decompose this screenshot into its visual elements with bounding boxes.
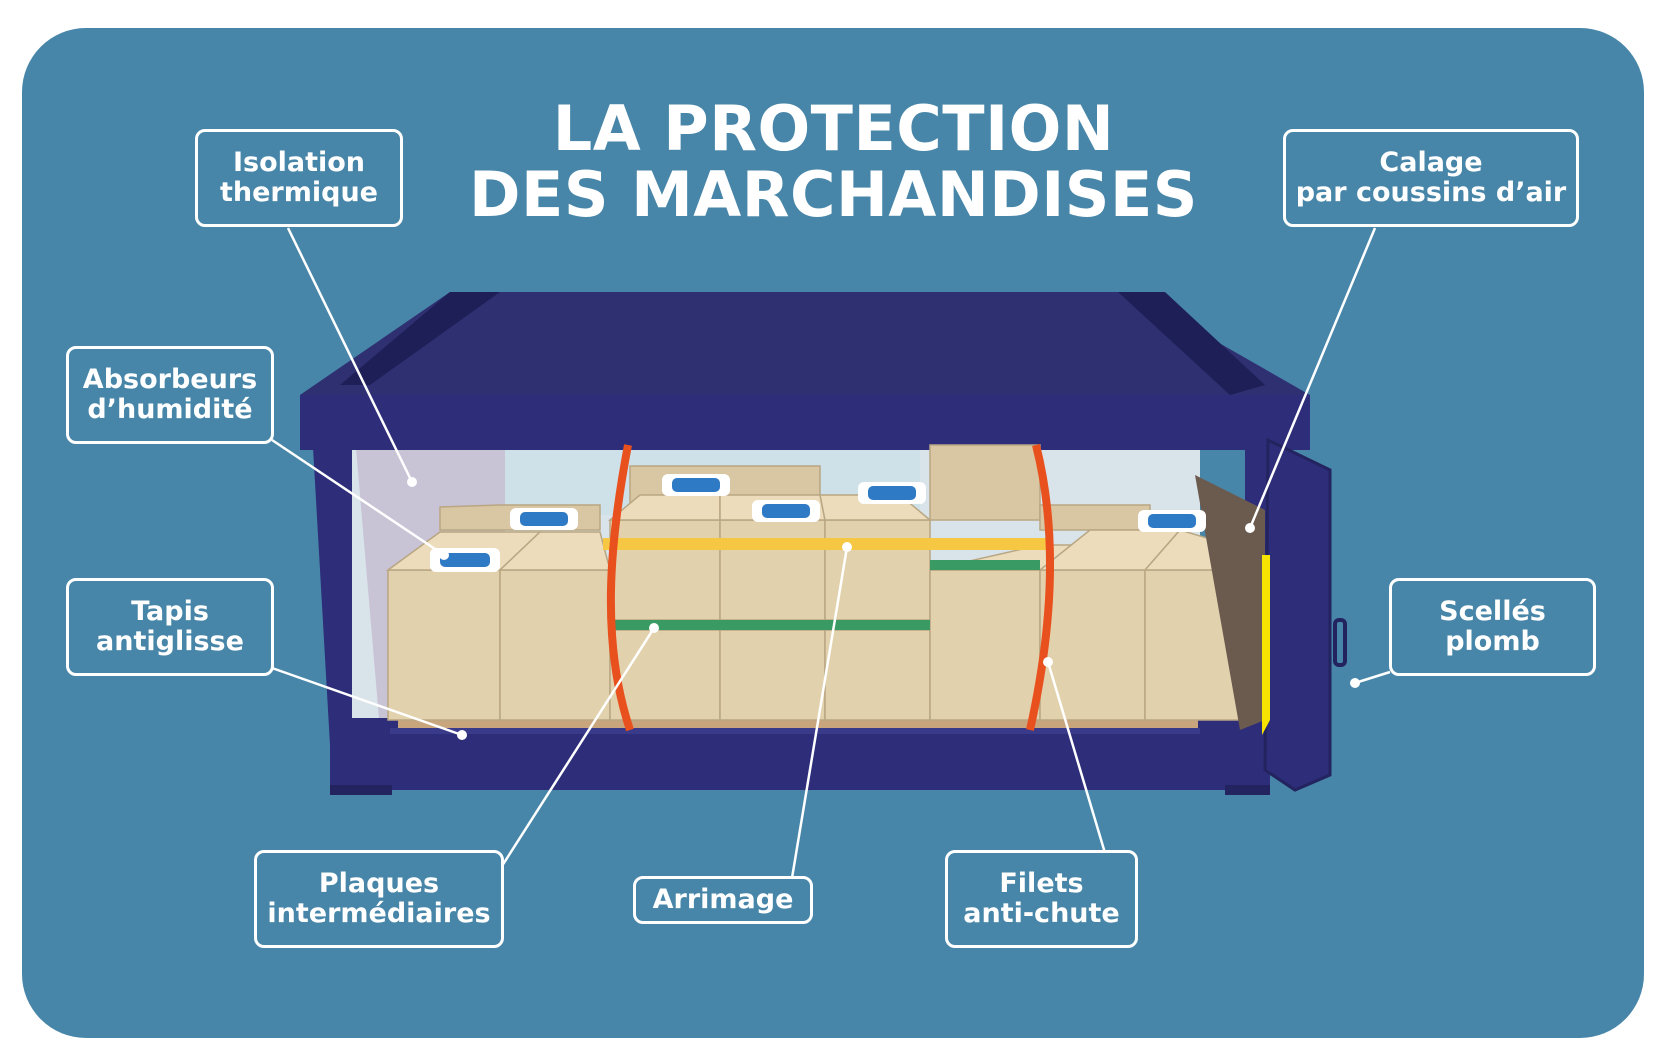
door-seal-yellow [1262,555,1270,735]
label-tapis-text: Tapis antiglisse [96,596,244,657]
label-absorbeurs-text: Absorbeurs d’humidité [82,364,258,425]
label-filets-anti-chute: Filets anti-chute [945,850,1138,948]
safety-net-strap-right [1026,444,1054,731]
label-calage-text: Calage par coussins d’air [1295,147,1567,208]
container-roof-front [300,395,1310,450]
container-door [1263,437,1332,792]
label-calage: Calage par coussins d’air [1283,129,1579,227]
label-isolation-text: Isolation thermique [219,147,378,208]
label-plaques-text: Plaques intermédiaires [267,868,491,929]
label-scelles-plomb: Scellés plomb [1389,578,1596,676]
title-line-1: LA PROTECTION [552,92,1115,165]
container-left-pillar [300,395,352,745]
label-isolation-thermique: Isolation thermique [195,129,403,227]
pallets [398,720,1198,730]
container-floor-foot-left [330,785,392,795]
anti-slip-mat [390,728,1200,734]
intermediate-plates [610,560,1040,630]
air-cushion [1195,475,1265,730]
label-tapis-antiglisse: Tapis antiglisse [66,578,274,676]
container-floor [330,718,1270,790]
lashing-bar [603,538,1048,550]
label-filets-text: Filets anti-chute [963,868,1120,929]
label-arrimage: Arrimage [633,876,813,924]
container-roof [300,292,1310,395]
container-roof-right-rail [1118,292,1265,395]
container-roof-left-rail [340,292,500,385]
leader-lines [271,227,1391,879]
door-handle [1333,618,1347,667]
title-line-2: DES MARCHANDISES [469,158,1198,231]
container-floor-foot-right [1225,785,1270,795]
label-arrimage-text: Arrimage [652,884,794,915]
safety-net-strap-left [606,444,634,732]
label-absorbeurs: Absorbeurs d’humidité [66,346,274,444]
label-scelles-text: Scellés plomb [1439,596,1546,657]
label-plaques-intermediaires: Plaques intermédiaires [254,850,504,948]
leader-dots [407,477,1360,740]
page-title: LA PROTECTION DES MARCHANDISES [0,96,1667,228]
